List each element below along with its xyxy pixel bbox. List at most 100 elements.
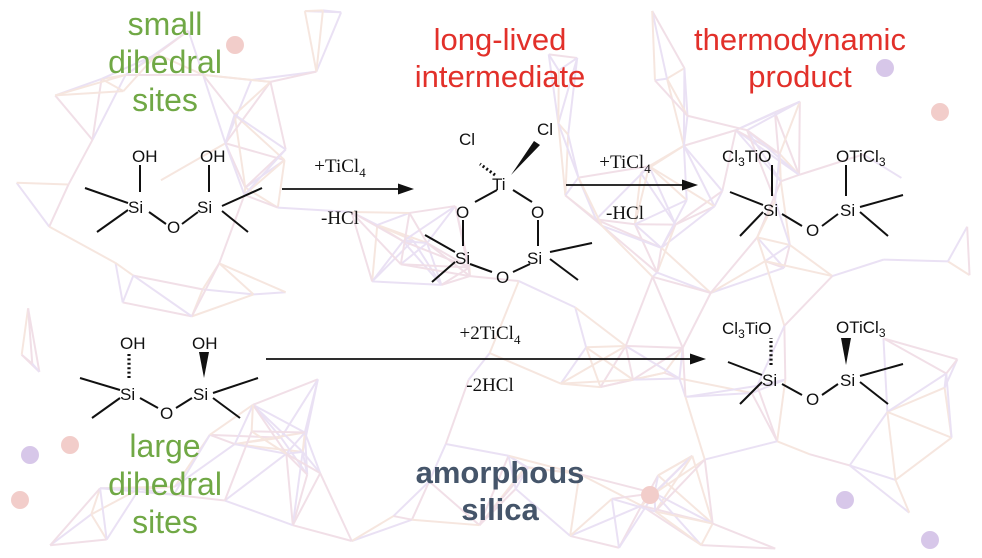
si-label: Si bbox=[527, 249, 542, 268]
network-bond bbox=[233, 81, 272, 116]
network-bond bbox=[315, 10, 324, 72]
network-bond bbox=[209, 433, 236, 446]
network-bond bbox=[595, 218, 635, 226]
network-bond bbox=[48, 184, 70, 228]
network-bond bbox=[224, 452, 287, 502]
arrowhead bbox=[398, 183, 414, 195]
si-label: Si bbox=[455, 249, 470, 268]
network-bond bbox=[567, 57, 579, 135]
network-bond bbox=[351, 515, 394, 542]
network-bond bbox=[253, 291, 286, 296]
byproduct-label: -2HCl bbox=[466, 375, 514, 396]
network-bond bbox=[440, 266, 470, 286]
network-bond bbox=[776, 440, 810, 456]
network-bond bbox=[735, 129, 782, 183]
network-bond bbox=[31, 363, 41, 373]
otic3-label: OTiCl3 bbox=[836, 147, 886, 169]
network-bond bbox=[122, 53, 158, 92]
si-label: Si bbox=[762, 371, 777, 390]
network-bond bbox=[713, 190, 724, 207]
network-bond bbox=[798, 153, 864, 176]
network-bond bbox=[660, 199, 688, 249]
oh-label: OH bbox=[120, 334, 146, 353]
network-bond bbox=[862, 153, 902, 179]
cl-label: Cl bbox=[537, 120, 553, 139]
network-bond bbox=[90, 487, 102, 515]
network-bond bbox=[757, 236, 791, 246]
network-bond bbox=[527, 466, 580, 476]
network-bond bbox=[91, 78, 103, 140]
network-bond bbox=[651, 10, 656, 81]
network-bond bbox=[547, 53, 560, 71]
network-bond bbox=[209, 404, 254, 436]
network-bond bbox=[684, 396, 706, 460]
network-atom bbox=[931, 103, 949, 121]
network-bond bbox=[426, 205, 457, 244]
network-bond bbox=[444, 379, 470, 445]
network-bond bbox=[666, 67, 685, 80]
network-bond bbox=[218, 262, 255, 296]
network-bond bbox=[632, 371, 665, 381]
network-bond bbox=[849, 464, 910, 514]
network-bond bbox=[746, 100, 801, 132]
oh-label: OH bbox=[132, 147, 158, 166]
label-line: dihedral bbox=[108, 43, 222, 80]
network-bond bbox=[156, 53, 204, 76]
network-bond bbox=[887, 410, 952, 439]
network-bond bbox=[560, 345, 627, 385]
network-bond bbox=[133, 274, 203, 291]
network-bond bbox=[574, 306, 627, 347]
network-bond bbox=[569, 504, 642, 537]
network-bond bbox=[557, 123, 580, 178]
network-bond bbox=[209, 433, 282, 439]
cl3tio-label: Cl3TiO bbox=[722, 147, 772, 169]
network-bond bbox=[426, 242, 470, 269]
network-bond bbox=[547, 54, 560, 124]
network-bond bbox=[91, 74, 127, 141]
network-bond bbox=[376, 212, 410, 226]
network-bond bbox=[291, 472, 322, 526]
network-bond bbox=[557, 57, 579, 124]
network-bond bbox=[764, 244, 791, 262]
o-label: O bbox=[167, 218, 180, 237]
network-bond bbox=[411, 518, 480, 527]
network-bond bbox=[285, 452, 321, 475]
label-line: sites bbox=[132, 81, 198, 118]
network-bond bbox=[191, 293, 254, 318]
network-bond bbox=[774, 153, 781, 201]
si-label: Si bbox=[840, 371, 855, 390]
arrowhead bbox=[682, 179, 698, 191]
network-bond bbox=[632, 377, 680, 381]
network-bond bbox=[121, 275, 135, 303]
network-bond bbox=[703, 459, 714, 524]
network-bond bbox=[172, 434, 211, 496]
label-line: dihedral bbox=[108, 465, 222, 502]
network-bond bbox=[371, 224, 379, 282]
network-bond bbox=[656, 224, 677, 273]
network-bond bbox=[666, 78, 685, 146]
network-bond bbox=[16, 181, 69, 186]
network-bond bbox=[276, 159, 286, 208]
network-bond bbox=[773, 111, 801, 176]
network-bond bbox=[350, 211, 374, 282]
network-bond bbox=[746, 129, 782, 182]
network-bond bbox=[832, 258, 884, 278]
network-bond bbox=[402, 240, 470, 269]
network-bond bbox=[632, 347, 684, 381]
network-bond bbox=[682, 145, 716, 207]
network-bond bbox=[488, 280, 520, 354]
network-bond bbox=[654, 458, 706, 513]
oh-label: OH bbox=[200, 147, 226, 166]
network-bond bbox=[764, 260, 786, 327]
network-bond bbox=[648, 144, 685, 168]
network-bond bbox=[660, 247, 712, 294]
reagent-label: +TiCl4 bbox=[314, 156, 366, 180]
network-bond bbox=[285, 453, 308, 476]
network-bond bbox=[654, 77, 668, 82]
network-bond bbox=[634, 223, 663, 249]
oh-label: OH bbox=[192, 334, 218, 353]
network-bond bbox=[234, 113, 287, 151]
label-line: thermodynamic bbox=[694, 22, 906, 57]
network-bond bbox=[280, 378, 319, 439]
network-bond bbox=[601, 225, 654, 278]
